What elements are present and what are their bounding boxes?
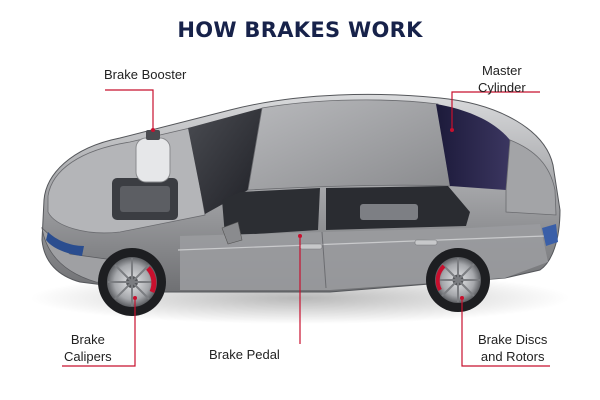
rear-window (436, 104, 510, 190)
car-roof (247, 99, 451, 191)
windshield (188, 108, 262, 214)
brake-booster-reservoir (135, 137, 171, 183)
headlight-right (542, 224, 558, 246)
diagram-title: HOW BRAKES WORK (177, 18, 423, 42)
reservoir-cap (146, 130, 160, 140)
body-crease (177, 235, 546, 251)
label-brake-calipers-line1: Brake (70, 332, 105, 347)
label-brake-calipers-line2: Calipers (64, 349, 112, 364)
headlight-left (46, 232, 84, 256)
label-brake-pedal: Brake Pedal (209, 347, 280, 362)
rear-wheel (426, 248, 490, 312)
callout-brake-discs (461, 300, 550, 367)
callout-lines (62, 89, 550, 367)
callout-brake-booster (105, 89, 154, 128)
rear-caliper (435, 264, 446, 291)
front-caliper (146, 266, 157, 294)
label-brake-booster: Brake Booster (104, 67, 187, 82)
side-window-front (222, 188, 320, 236)
engine-detail (120, 186, 170, 212)
label-brake-calipers: Brake Calipers (64, 331, 112, 365)
door-seam (321, 231, 327, 289)
door-handle-front (299, 243, 323, 250)
label-master-cylinder-line1: Master (481, 63, 522, 78)
label-master-cylinder-line2: Cylinder (478, 80, 526, 95)
interior-pedal-assembly (360, 204, 418, 220)
callout-brake-calipers (62, 300, 136, 367)
door-handle-rear (414, 239, 438, 246)
front-wheel (98, 248, 166, 316)
car-trunk (505, 139, 557, 216)
label-master-cylinder: Master Cylinder (478, 62, 526, 96)
label-brake-discs: Brake Discs and Rotors (478, 331, 547, 365)
label-brake-discs-line1: Brake Discs (478, 332, 548, 347)
side-mirror (221, 221, 243, 245)
label-brake-discs-line2: and Rotors (480, 349, 545, 364)
callout-master-cylinder (451, 91, 540, 128)
